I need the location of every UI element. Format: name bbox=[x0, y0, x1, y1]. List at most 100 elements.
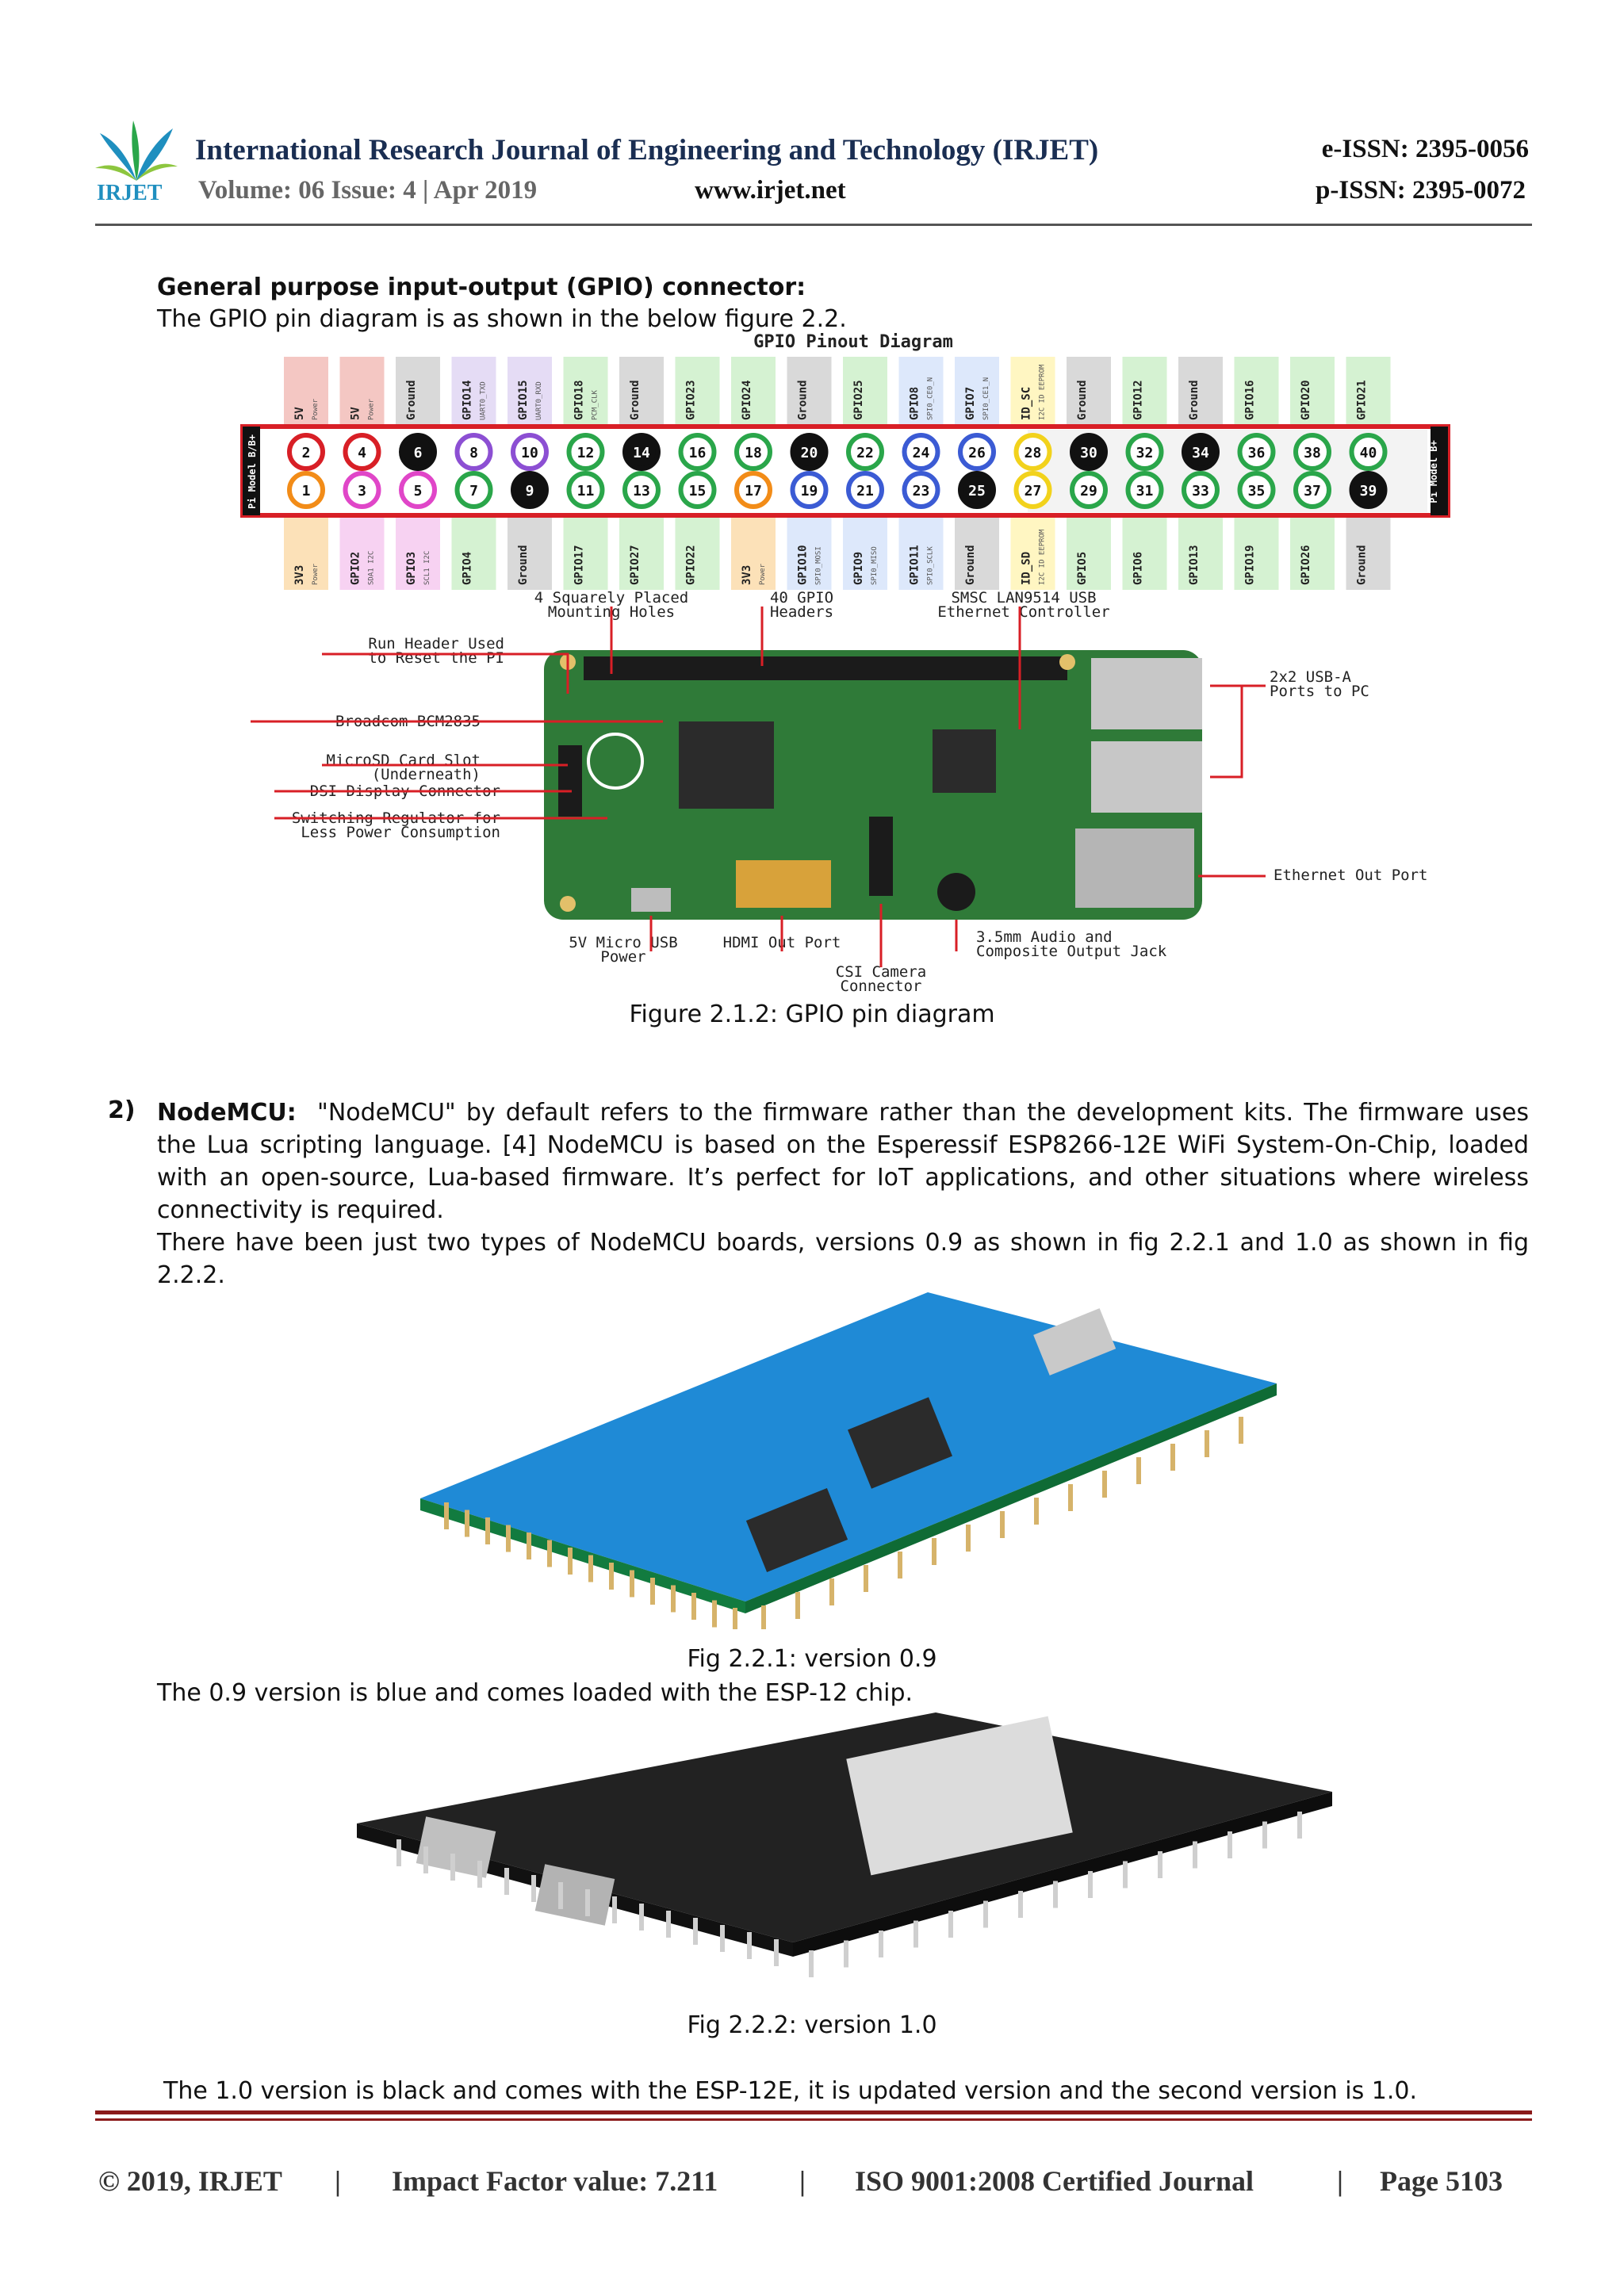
pin-label-top: GPIO25 bbox=[852, 380, 865, 420]
pin-label-bottom: Ground bbox=[517, 545, 530, 585]
v10-header-pin bbox=[844, 1940, 848, 1968]
pin-label-column-bottom bbox=[731, 517, 776, 590]
figure-caption-gpio: Figure 2.1.2: GPIO pin diagram bbox=[629, 1001, 995, 1028]
footer-separator: | bbox=[1337, 2165, 1343, 2197]
pin-number: 10 bbox=[521, 445, 538, 461]
pin-number: 25 bbox=[968, 483, 986, 499]
v09-header-pin bbox=[1239, 1417, 1243, 1444]
pin-label-column-top bbox=[508, 357, 552, 425]
pin-circle bbox=[958, 433, 996, 471]
board-audio-jack bbox=[937, 873, 975, 911]
pin-circle bbox=[790, 433, 829, 471]
nodemcu-para1-text: "NodeMCU" by default refers to the firmw… bbox=[157, 1099, 1529, 1224]
pin-label-top: GPIO14 bbox=[462, 380, 474, 420]
v09-header-pin bbox=[1000, 1511, 1005, 1538]
board-label-run-header: Run Header Used bbox=[368, 635, 504, 652]
board-label-usb-controller: SMSC LAN9514 USB bbox=[951, 589, 1096, 607]
pin-label-column-top bbox=[619, 357, 664, 425]
board-csi-connector bbox=[869, 817, 893, 896]
pin-label-bottom: GPIO11 bbox=[909, 545, 921, 585]
pin-label-top: Ground bbox=[797, 380, 810, 420]
board-micro-usb bbox=[631, 888, 671, 912]
pin-label-bottom: 3V3 bbox=[741, 565, 753, 585]
pin-label-top: GPIO23 bbox=[685, 380, 698, 420]
nodemcu-paragraph-2: There have been just two types of NodeMC… bbox=[157, 1229, 1529, 1289]
pin-circle bbox=[1349, 433, 1388, 471]
pin-circle bbox=[1125, 433, 1164, 471]
v09-header-pin bbox=[609, 1563, 614, 1590]
v10-header-pin bbox=[1088, 1871, 1093, 1898]
pin-label-column-top bbox=[1067, 357, 1111, 425]
v09-header-pin bbox=[898, 1552, 902, 1578]
pin-circle bbox=[343, 471, 381, 509]
website-link[interactable]: www.irjet.net bbox=[695, 176, 846, 205]
v10-header-pin bbox=[948, 1911, 953, 1938]
v09-header-pin bbox=[547, 1540, 552, 1567]
pin-label-top: 5V bbox=[350, 407, 362, 420]
v10-header-pin bbox=[504, 1868, 509, 1895]
v09-header-pin bbox=[506, 1525, 511, 1552]
v10-header-pin bbox=[1193, 1841, 1197, 1869]
pin-label-column-top bbox=[1234, 357, 1279, 425]
pin-label-column-top bbox=[339, 357, 385, 425]
nodemcu-paragraph-1: NodeMCU: "NodeMCU" by default refers to … bbox=[157, 1096, 1529, 1226]
v10-header-pin bbox=[639, 1904, 644, 1931]
board-pcb bbox=[544, 650, 1202, 920]
pin-label-column-bottom bbox=[1067, 517, 1111, 590]
pin-number: 22 bbox=[856, 445, 874, 461]
v09-header-pin bbox=[1102, 1471, 1107, 1498]
v10-header-pin bbox=[693, 1918, 698, 1945]
pin-label-bottom: GPIO27 bbox=[629, 545, 642, 585]
pin-label-column-bottom bbox=[1346, 517, 1391, 590]
nodemcu-v09-photo bbox=[420, 1292, 1277, 1629]
pin-number: 38 bbox=[1304, 445, 1321, 461]
board-hdmi-port bbox=[736, 860, 831, 908]
footer-rule bbox=[95, 2110, 1532, 2114]
pin-number: 29 bbox=[1080, 483, 1097, 499]
pin-sublabel-bottom: SPI0_MISO bbox=[871, 546, 879, 585]
pin-label-top: Ground bbox=[1188, 380, 1201, 420]
board-label-csi: CSI Camera bbox=[836, 963, 926, 981]
v10-header-pin bbox=[1158, 1851, 1162, 1878]
pin-number: 15 bbox=[689, 483, 707, 499]
pin-number: 5 bbox=[414, 483, 423, 499]
v10-header-pin bbox=[585, 1889, 590, 1916]
pin-label-bottom: GPIO4 bbox=[462, 552, 474, 585]
pin-number: 13 bbox=[633, 483, 650, 499]
pin-number: 18 bbox=[745, 445, 762, 461]
pin-label-column-top bbox=[731, 357, 776, 425]
pin-label-column-top bbox=[898, 357, 944, 425]
pin-number: 19 bbox=[801, 483, 818, 499]
pin-circle bbox=[287, 433, 325, 471]
pin-label-column-top bbox=[787, 357, 832, 425]
pin-label-top: GPIO21 bbox=[1356, 380, 1369, 420]
footer-page: Page 5103 bbox=[1380, 2165, 1503, 2197]
v10-header-pin bbox=[720, 1925, 725, 1952]
raspberry-pi-board bbox=[544, 650, 1202, 920]
pin-circle bbox=[958, 471, 996, 509]
pin-circle bbox=[1293, 471, 1331, 509]
pin-circle bbox=[678, 471, 717, 509]
pin-label-column-top bbox=[563, 357, 608, 425]
board-gpio-header bbox=[584, 656, 1067, 680]
v09-header-pin bbox=[465, 1510, 469, 1537]
v09-header-pin bbox=[485, 1517, 490, 1544]
pin-label-bottom: GPIO5 bbox=[1076, 552, 1089, 585]
pin-circle bbox=[1013, 471, 1052, 509]
pin-label-bottom: Ground bbox=[1356, 545, 1369, 585]
pin-circle bbox=[511, 471, 549, 509]
irjet-logo-icon bbox=[95, 121, 178, 181]
pin-header-right-tab bbox=[1431, 427, 1448, 515]
pin-number: 37 bbox=[1304, 483, 1321, 499]
pin-label-column-bottom bbox=[1010, 517, 1055, 590]
pin-sublabel-top: PCM_CLK bbox=[592, 389, 599, 420]
pin-circle bbox=[566, 471, 605, 509]
pin-circle bbox=[790, 471, 829, 509]
pin-label-column-top bbox=[1122, 357, 1167, 425]
v09-header-pin bbox=[1205, 1430, 1209, 1457]
pin-label-bottom: GPIO13 bbox=[1188, 545, 1201, 585]
pin-sublabel-bottom: SPI0_SCLK bbox=[927, 546, 935, 585]
pin-circle bbox=[902, 471, 940, 509]
pin-circle bbox=[566, 433, 605, 471]
pin-label-bottom: GPIO6 bbox=[1132, 552, 1145, 585]
